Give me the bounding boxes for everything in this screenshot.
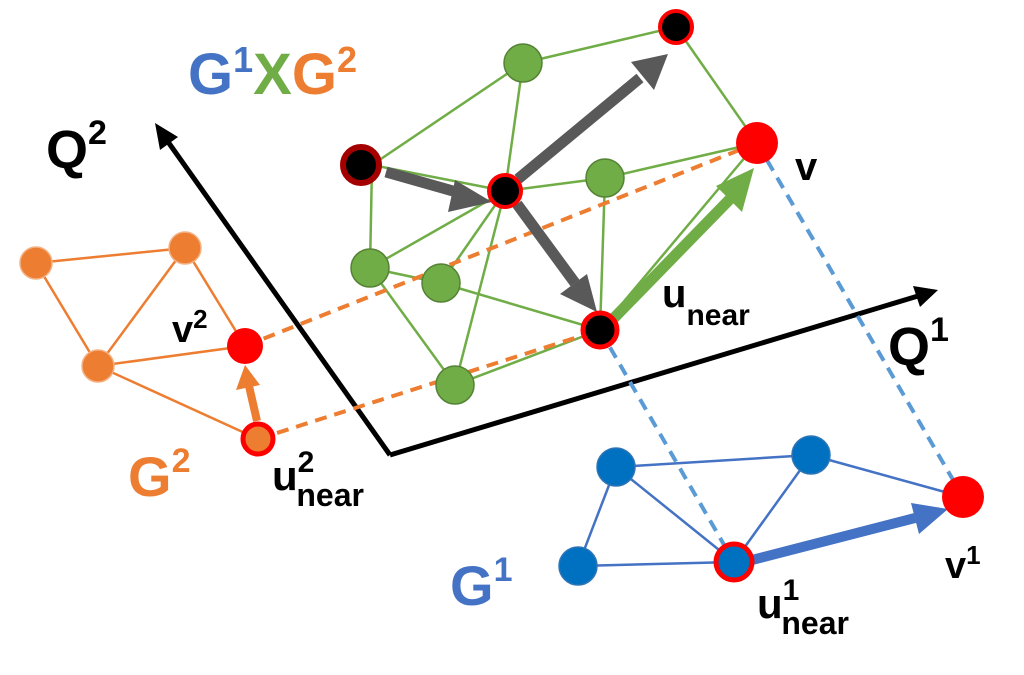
search-path-arrows (384, 54, 668, 312)
node-v2 (227, 328, 263, 364)
q2-axis (163, 137, 393, 457)
q1-axis (389, 293, 919, 458)
product-graph-nodes (340, 9, 778, 405)
node-v (736, 122, 778, 164)
node-v1 (942, 476, 984, 518)
orange-projection-lines (244, 141, 758, 441)
extend-arrow-orange (236, 365, 261, 422)
g1-label: G1 (450, 551, 512, 617)
node (421, 263, 461, 303)
node-u-near (580, 310, 620, 350)
g1-graph-edges (576, 453, 964, 568)
node (585, 158, 625, 198)
blue-projection-lines (598, 141, 965, 564)
g2-graph-edges (34, 246, 259, 441)
u-near-label: unear (662, 272, 750, 332)
title-label: G1XG2 (188, 39, 357, 107)
q2-axis-arrowhead (155, 123, 178, 150)
extend-arrow-blue (750, 503, 948, 565)
node (503, 43, 543, 83)
g2-label: G2 (128, 442, 190, 508)
node (435, 365, 475, 405)
axes (155, 123, 938, 458)
g2-graph-nodes (19, 231, 276, 457)
v2-label: v2 (172, 304, 208, 351)
node-visited (487, 173, 523, 209)
v-label: v (795, 145, 818, 189)
node-visited (658, 9, 694, 45)
q2-label: Q2 (46, 114, 107, 180)
q1-axis-arrowhead (913, 286, 938, 307)
node-u2-near (240, 421, 276, 457)
g1-graph-nodes (558, 435, 984, 586)
node-u1-near (713, 541, 755, 583)
extend-arrow-green (610, 168, 754, 322)
node (350, 248, 390, 288)
q1-label: Q1 (888, 311, 949, 377)
node-start (340, 144, 382, 186)
v1-label: v1 (945, 540, 981, 587)
